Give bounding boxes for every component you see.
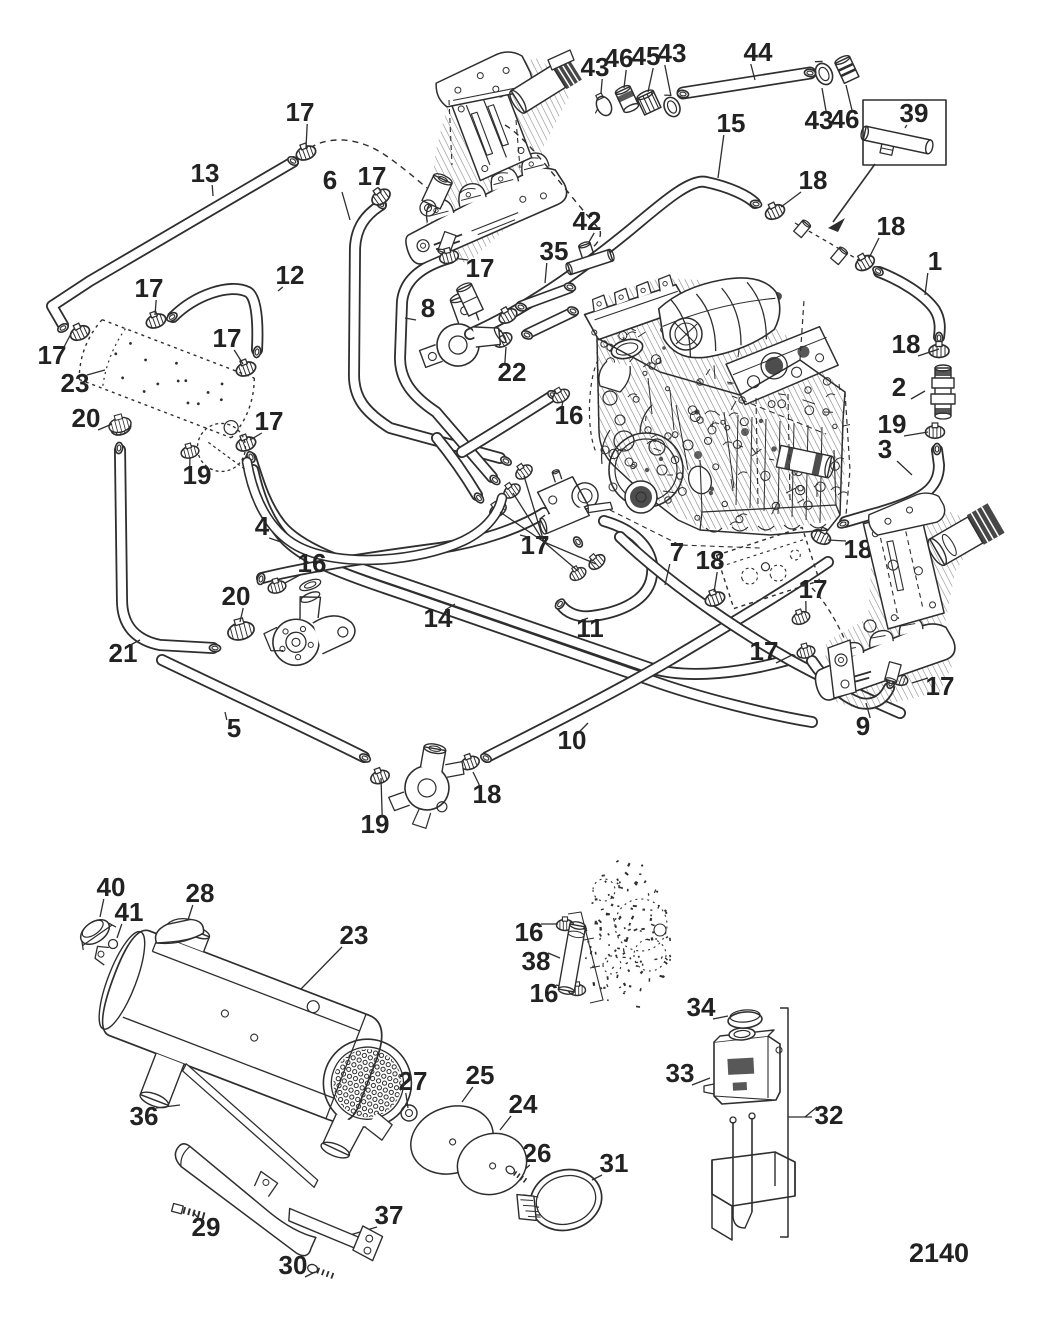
svg-text:2140: 2140 (909, 1238, 969, 1268)
svg-text:16: 16 (515, 917, 544, 947)
svg-text:23: 23 (340, 920, 369, 950)
svg-text:35: 35 (540, 236, 569, 266)
svg-text:16: 16 (530, 978, 559, 1008)
svg-text:18: 18 (696, 545, 725, 575)
svg-text:12: 12 (276, 260, 305, 290)
svg-text:45: 45 (632, 41, 661, 71)
svg-text:28: 28 (186, 878, 215, 908)
svg-text:16: 16 (555, 400, 584, 430)
svg-text:19: 19 (183, 460, 212, 490)
svg-text:17: 17 (521, 530, 550, 560)
svg-text:13: 13 (191, 158, 220, 188)
svg-text:38: 38 (522, 946, 551, 976)
svg-text:17: 17 (213, 323, 242, 353)
svg-text:6: 6 (323, 165, 337, 195)
svg-text:7: 7 (670, 537, 684, 567)
svg-text:17: 17 (750, 636, 779, 666)
svg-text:1: 1 (928, 246, 942, 276)
svg-text:17: 17 (286, 97, 315, 127)
svg-text:46: 46 (605, 43, 634, 73)
svg-text:20: 20 (72, 403, 101, 433)
svg-text:23: 23 (61, 368, 90, 398)
svg-text:43: 43 (805, 105, 834, 135)
svg-text:2: 2 (892, 372, 906, 402)
svg-text:18: 18 (877, 211, 906, 241)
svg-text:18: 18 (473, 779, 502, 809)
svg-text:3: 3 (878, 434, 892, 464)
svg-text:20: 20 (222, 581, 251, 611)
svg-text:19: 19 (361, 809, 390, 839)
svg-text:39: 39 (900, 98, 929, 128)
svg-text:40: 40 (97, 872, 126, 902)
svg-text:18: 18 (892, 329, 921, 359)
svg-text:11: 11 (576, 613, 604, 643)
svg-text:43: 43 (581, 52, 610, 82)
svg-text:15: 15 (717, 108, 746, 138)
svg-text:25: 25 (466, 1060, 495, 1090)
svg-text:17: 17 (255, 406, 284, 436)
svg-text:46: 46 (831, 104, 860, 134)
svg-text:4: 4 (255, 511, 270, 541)
svg-text:34: 34 (687, 992, 716, 1022)
svg-text:21: 21 (109, 638, 138, 668)
svg-text:22: 22 (498, 357, 527, 387)
svg-text:31: 31 (600, 1148, 629, 1178)
svg-text:18: 18 (799, 165, 828, 195)
svg-text:36: 36 (130, 1101, 159, 1131)
svg-text:17: 17 (926, 671, 955, 701)
svg-text:43: 43 (658, 38, 687, 68)
svg-text:37: 37 (375, 1200, 404, 1230)
svg-text:41: 41 (115, 897, 144, 927)
svg-text:33: 33 (666, 1058, 695, 1088)
svg-text:32: 32 (815, 1100, 844, 1130)
svg-text:5: 5 (227, 713, 241, 743)
svg-text:9: 9 (856, 711, 870, 741)
svg-text:17: 17 (466, 253, 495, 283)
svg-text:17: 17 (135, 273, 164, 303)
svg-text:17: 17 (38, 340, 67, 370)
svg-text:24: 24 (509, 1089, 538, 1119)
svg-text:42: 42 (573, 206, 602, 236)
svg-text:16: 16 (298, 548, 327, 578)
svg-text:8: 8 (421, 293, 435, 323)
svg-text:44: 44 (744, 37, 773, 67)
svg-text:19: 19 (878, 409, 907, 439)
svg-text:17: 17 (358, 161, 387, 191)
